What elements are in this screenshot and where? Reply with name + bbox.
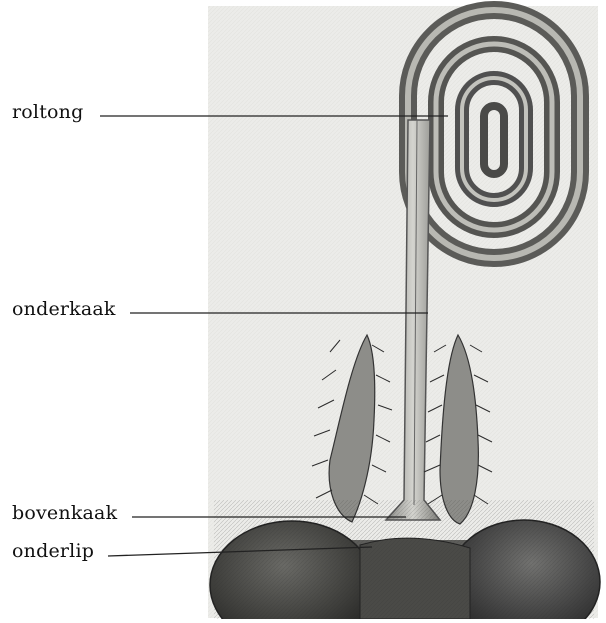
label-labium: onderlip [12,540,94,562]
head [210,500,600,619]
label-proboscis: roltong [12,101,83,123]
label-mandible: bovenkaak [12,502,117,524]
label-maxilla: onderkaak [12,298,116,320]
